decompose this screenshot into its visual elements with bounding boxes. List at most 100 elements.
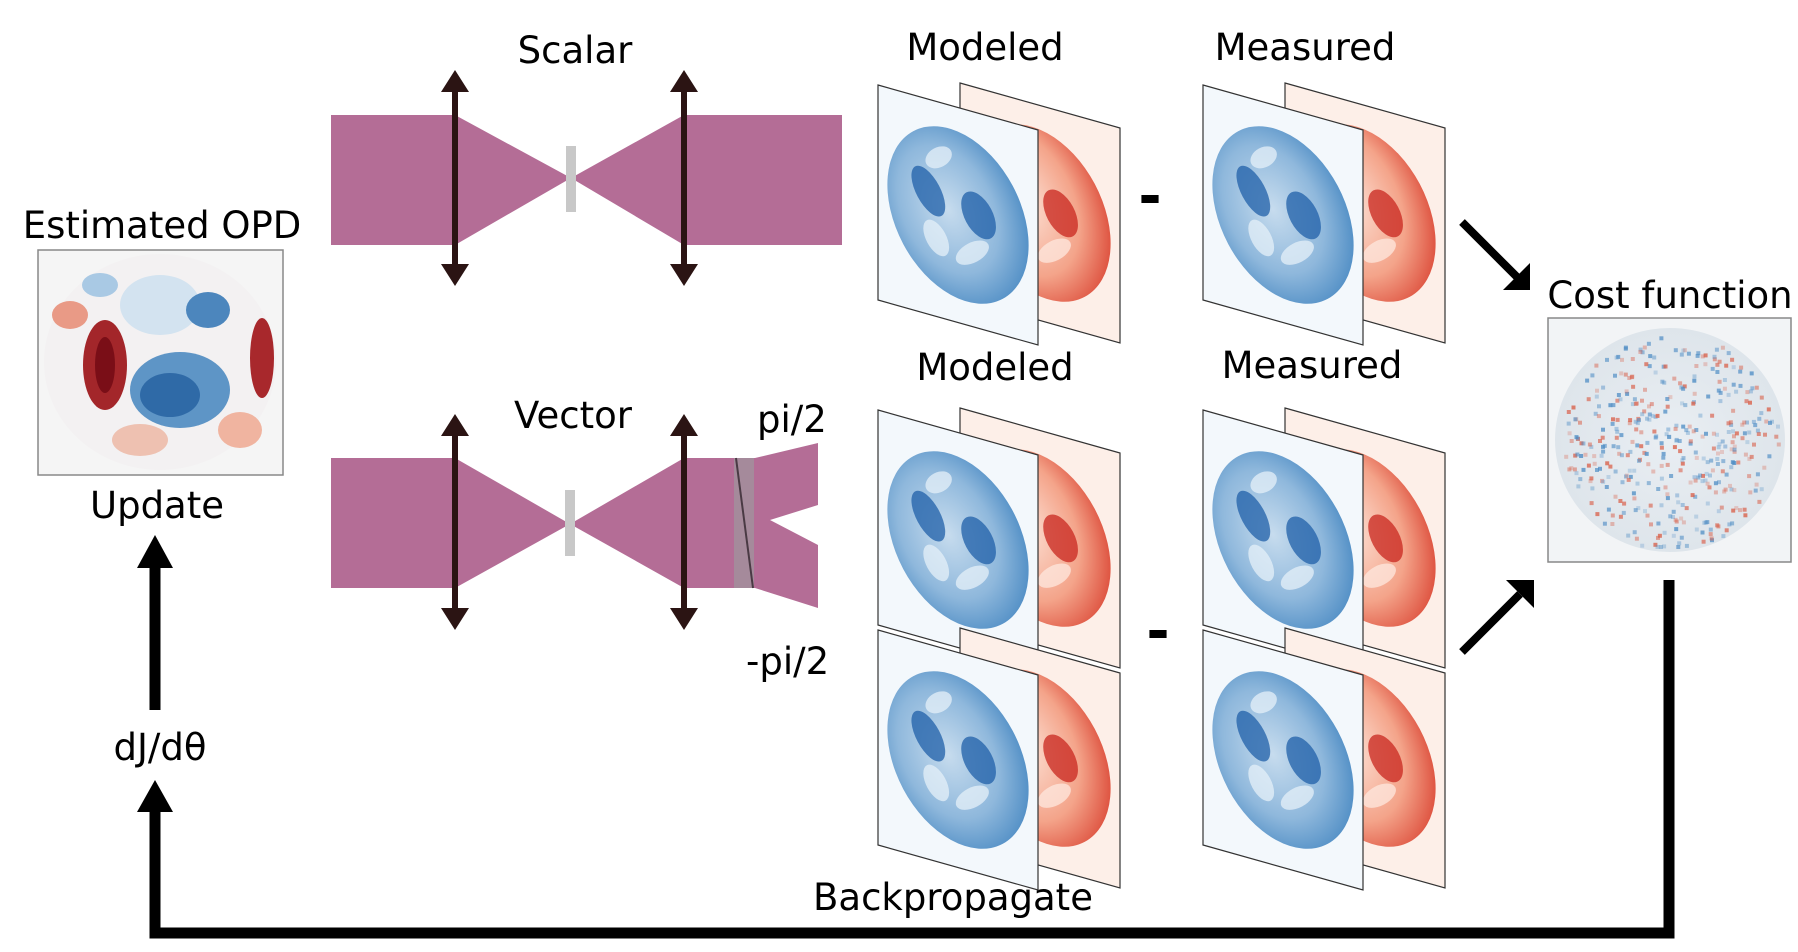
cost-noise-pixel — [1680, 461, 1685, 466]
cost-noise-pixel — [1663, 485, 1668, 490]
estimated-opd-label: Estimated OPD — [23, 204, 302, 247]
cost-noise-pixel — [1719, 505, 1724, 510]
cost-noise-pixel — [1701, 473, 1705, 478]
cost-noise-pixel — [1574, 435, 1579, 440]
cost-noise-pixel — [1730, 521, 1735, 526]
cost-noise-pixel — [1757, 499, 1762, 504]
cost-noise-pixel — [1624, 473, 1629, 478]
cost-noise-pixel — [1646, 481, 1651, 486]
cost-noise-pixel — [1715, 462, 1720, 466]
cost-noise-pixel — [1672, 445, 1677, 450]
cost-noise-pixel — [1700, 530, 1705, 535]
cost-noise-pixel — [1645, 440, 1650, 445]
cost-noise-pixel — [1702, 520, 1707, 525]
cost-noise-pixel — [1681, 424, 1686, 429]
cost-noise-pixel — [1710, 413, 1715, 418]
cost-noise-pixel — [1618, 499, 1623, 503]
cost-noise-pixel — [1676, 500, 1681, 505]
cost-noise-pixel — [1684, 543, 1689, 548]
cost-noise-pixel — [1730, 460, 1735, 465]
cost-noise-pixel — [1749, 454, 1754, 459]
cost-noise-pixel — [1566, 410, 1571, 414]
cost-noise-pixel — [1601, 479, 1606, 484]
cost-noise-pixel — [1720, 439, 1725, 444]
cost-noise-pixel — [1616, 445, 1621, 450]
arrow-top-to-cost — [1459, 219, 1530, 290]
cost-noise-pixel — [1595, 388, 1599, 393]
cost-noise-pixel — [1700, 434, 1705, 439]
cost-noise-pixel — [1592, 461, 1597, 466]
cost-noise-pixel — [1716, 445, 1721, 450]
cost-noise-pixel — [1749, 371, 1754, 376]
cost-noise-pixel — [1740, 422, 1745, 427]
cost-noise-pixel — [1736, 460, 1741, 465]
cost-noise-pixel — [1663, 364, 1668, 369]
cost-noise-pixel — [1713, 481, 1718, 486]
cost-noise-pixel — [1627, 468, 1632, 473]
cost-noise-pixel — [1768, 420, 1772, 425]
cost-noise-pixel — [1703, 353, 1708, 358]
cost-noise-pixel — [1713, 490, 1718, 495]
cost-noise-pixel — [1678, 449, 1683, 454]
cost-noise-pixel — [1677, 439, 1682, 443]
modeled-top-label: Modeled — [906, 26, 1063, 69]
modeled-bottom-label: Modeled — [916, 346, 1073, 389]
cost-noise-pixel — [1745, 390, 1750, 395]
cost-noise-pixel — [1601, 427, 1605, 432]
cost-noise-pixel — [1755, 428, 1760, 433]
cost-noise-pixel — [1720, 469, 1725, 474]
cost-noise-pixel — [1715, 362, 1720, 367]
cost-noise-pixel — [1611, 417, 1615, 422]
vector-lens-left-icon — [441, 414, 469, 630]
cost-noise-pixel — [1592, 454, 1597, 459]
cost-noise-pixel — [1600, 478, 1604, 483]
cost-noise-pixel — [1647, 364, 1652, 369]
cost-noise-pixel — [1643, 387, 1647, 392]
cost-noise-pixel — [1738, 508, 1742, 513]
cost-noise-pixel — [1716, 451, 1720, 456]
cost-noise-pixel — [1679, 535, 1684, 540]
cost-noise-pixel — [1732, 434, 1736, 439]
cost-noise-pixel — [1684, 506, 1689, 511]
scalar-lens-right-icon — [670, 70, 698, 286]
cost-noise-pixel — [1706, 394, 1711, 399]
cost-noise-pixel — [1665, 492, 1670, 497]
cost-noise-pixel — [1571, 405, 1576, 410]
cost-noise-pixel — [1729, 465, 1734, 470]
cost-noise-pixel — [1682, 384, 1687, 389]
cost-noise-pixel — [1681, 348, 1686, 353]
cost-noise-pixel — [1732, 447, 1737, 452]
cost-noise-pixel — [1685, 430, 1690, 435]
cost-noise-pixel — [1747, 456, 1752, 461]
cost-noise-pixel — [1640, 412, 1645, 417]
cost-noise-pixel — [1619, 433, 1624, 438]
cost-noise-pixel — [1694, 364, 1699, 368]
cost-noise-pixel — [1710, 468, 1715, 473]
cost-noise-pixel — [1608, 464, 1613, 469]
cost-noise-pixel — [1694, 455, 1699, 460]
cost-noise-pixel — [1586, 463, 1591, 468]
cost-noise-pixel — [1569, 439, 1574, 443]
cost-noise-pixel — [1610, 513, 1615, 518]
cost-noise-pixel — [1653, 435, 1658, 440]
cost-noise-pixel — [1587, 442, 1592, 447]
cost-noise-pixel — [1731, 429, 1735, 434]
cost-noise-pixel — [1653, 370, 1658, 375]
cost-noise-pixel — [1639, 430, 1644, 435]
cost-noise-pixel — [1704, 471, 1709, 476]
cost-noise-pixel — [1710, 366, 1715, 371]
cost-noise-pixel — [1718, 390, 1723, 395]
cost-noise-pixel — [1600, 435, 1605, 440]
cost-noise-pixel — [1627, 421, 1632, 426]
cost-noise-pixel — [1776, 424, 1780, 429]
cost-noise-pixel — [1762, 465, 1767, 470]
cost-noise-pixel — [1754, 385, 1759, 390]
cost-noise-pixel — [1694, 514, 1699, 519]
cost-noise-pixel — [1599, 453, 1604, 458]
cost-noise-pixel — [1589, 476, 1594, 481]
cost-noise-pixel — [1721, 459, 1726, 464]
cost-noise-pixel — [1734, 389, 1739, 394]
cost-noise-pixel — [1668, 395, 1673, 400]
cost-noise-pixel — [1661, 455, 1666, 460]
cost-noise-pixel — [1648, 503, 1653, 508]
